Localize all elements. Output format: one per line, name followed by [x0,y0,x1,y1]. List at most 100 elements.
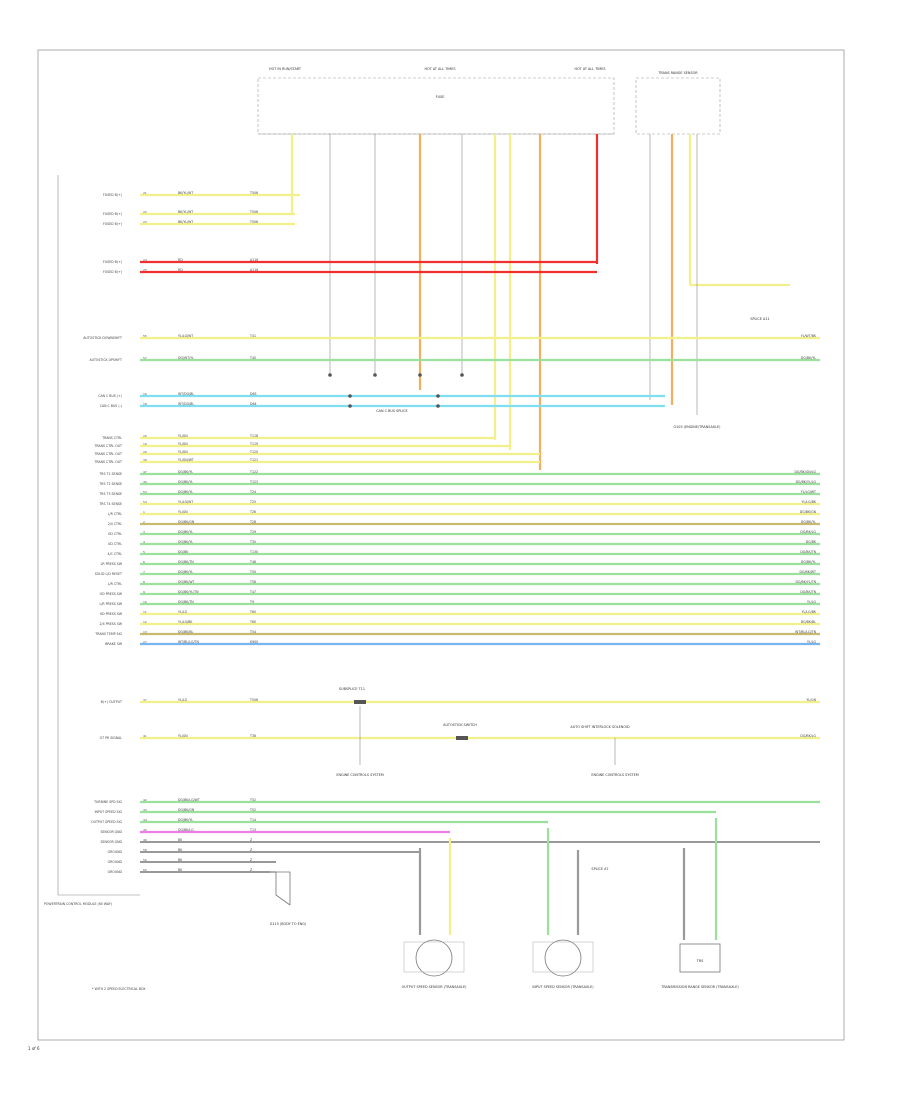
wire-color-41: YL/GN [178,734,188,738]
circuit-code-7: T50 [249,570,256,574]
circuit-code-45: T13 [249,828,256,832]
wire-color-29: YL/GN [178,450,188,454]
circuit-code-23: T506 [249,220,258,224]
engine-controls-2: ENGINE CONTROLS SYSTEM [591,773,638,777]
pin-number-2: 2 [143,520,145,524]
wire-color-54: YL/LG/WT [178,500,193,504]
circuit-code-42: T52 [249,798,256,802]
pin-number-3: 3 [143,530,145,534]
right-label-1: DG/BK/GN [800,510,817,514]
circuit-code-53: T24 [249,490,256,494]
pin-number-41: 41 [143,734,147,738]
circuit-code-22: T506 [249,210,258,214]
pin-number-18: 18 [143,402,147,406]
circuit-code-57: T40 [249,356,256,360]
top-fuse-box: HOT IN RUN/START HOT AT ALL TIMES HOT AT… [257,67,615,135]
wire-color-1: YL/GN [178,510,188,514]
wire-color-53: DG/BK/YL [178,490,193,494]
wire-color-18: WT/DG/BL [178,402,194,406]
pin-label-20: TRANS CTRL [101,436,122,440]
pcm-connector-outline: POWERTRAIN CONTROL MODULE (60 WAY) [44,175,140,906]
relay-label: TRANS RANGE SENSOR [657,71,698,75]
wire-color-59: BK [178,858,183,862]
pin-number-16: 16 [143,392,147,396]
can-splice-label: CAN C BUS SPLICE [376,409,407,413]
pin-number-7: 7 [143,570,145,574]
pin-number-42: 42 [143,798,147,802]
pin-label-13: TRANS TEMP SIG [94,632,122,636]
top-label-3: HOT AT ALL TIMES [574,67,605,71]
right-label-11: YL/LG/BK [802,610,817,614]
pin-number-45: 45 [143,828,147,832]
pin-label-29: TRANS CTRL OUT [93,452,122,456]
circuit-code-20: T118 [249,434,258,438]
circuit-code-5: T130 [249,550,258,554]
right-label-27: YL/LG [807,640,817,644]
wire-color-37: YL/LG [178,698,188,702]
wire-color-60: BK [178,868,183,872]
right-label-5: DG/BK/TN [800,550,816,554]
pin-label-53: TRS T3 SENSE [98,492,122,496]
wire-color-20: YL/GN [178,434,188,438]
pin-label-9: OD PRESS SW [100,592,123,596]
shift-interlock-label: AUTO SHIFT INTERLOCK SOLENOID [570,725,630,729]
right-label-12: DG/BK/BL [801,620,817,624]
circuit-code-13: T54 [249,630,256,634]
pin-number-6: 6 [143,560,145,564]
right-label-7: DG/BK/WT [800,570,817,574]
right-label-55: YL/WT/BK [801,334,817,338]
circuit-code-41: T38 [249,734,256,738]
circuit-code-25: A116 [250,268,258,272]
circuit-code-58: Z [250,848,253,852]
wire-color-44: DG/BK/YL [178,818,193,822]
pin-number-4: 4 [143,540,145,544]
pin-label-59: GROUND [108,860,123,864]
pin-label-7: SOLID L/D RESET [95,572,122,576]
pin-number-54: 54 [143,500,147,504]
pin-label-43: INPUT SPEED SIG [95,810,123,814]
sensor-2-label: INPUT SPEED SENSOR (TRANSAXLE) [532,985,594,989]
pin-label-10: L/R PRESS SW [100,602,123,606]
circuit-code-11: T60 [249,610,256,614]
pin-number-39: 39 [143,458,147,462]
splice-1-label: SPLICE A11 [750,317,769,321]
pin-label-54: TRS T4 SENSE [98,502,122,506]
circuit-code-54: T25 [249,500,256,504]
circuit-code-8: T58 [249,580,256,584]
pin-number-29: 29 [143,450,147,454]
pin-label-57: AUTOSTICK UPSHIFT [89,358,122,362]
right-label-6: DG/BK/YL [801,560,816,564]
ground-1-label: G115 (BODY TO ENG) [270,922,307,926]
wire-color-43: DG/BK/GN [178,808,195,812]
pin-label-39: TRANS CTRL OUT [93,460,122,464]
pcm-ground: G115 (BODY TO ENG) [270,871,307,926]
circuit-code-21: T506 [249,191,258,195]
page-footer-code: 1 of 6 [28,1046,40,1051]
pin-label-27: BRAKE SW [105,642,123,646]
pin-label-47: TRS T1 SENSE [98,472,122,476]
pin-label-4: UD CTRL [108,542,122,546]
pin-label-42: TURBINE SPD SIG [93,800,122,804]
right-wire-labels: YL/WT/BKDG/BK/YLDG/BK/GN/LGDG/BK/YL/LGYL… [794,334,816,738]
pin-number-9: 9 [143,590,145,594]
can-bus-splice: CAN C BUS SPLICE [348,394,440,413]
pin-number-43: 43 [143,808,147,812]
circuit-code-1: T26 [249,510,256,514]
brake-splice-label: SUBSPLICE T11 [339,687,365,691]
pin-number-55: 55 [143,334,147,338]
wire-color-7: DG/BK/YL [178,570,193,574]
wire-color-10: DG/BK/TN [178,600,194,604]
trans-range-sensor: TRS TRANSMISSION RANGE SENSOR (TRANSAXLE… [660,943,739,989]
wire-color-46: BK [178,838,183,842]
wire-color-22: BK/YL/WT [178,210,193,214]
engine-controls-1: ENGINE CONTROLS SYSTEM [336,773,383,777]
wire-color-24: RD [178,258,183,262]
pin-number-49: 49 [143,480,147,484]
right-label-2: DG/BK/YL [801,520,816,524]
sensor-3-label: TRANSMISSION RANGE SENSOR (TRANSAXLE) [660,985,739,989]
circuit-code-47: T122 [249,470,258,474]
circuit-code-18: D64 [250,402,257,406]
wire-color-47: DG/BK/YL [178,470,193,474]
brake-splice: SUBSPLICE T11 ENGINE CONTROLS SYSTEM [336,687,383,777]
pin-number-25: 25 [143,268,147,272]
